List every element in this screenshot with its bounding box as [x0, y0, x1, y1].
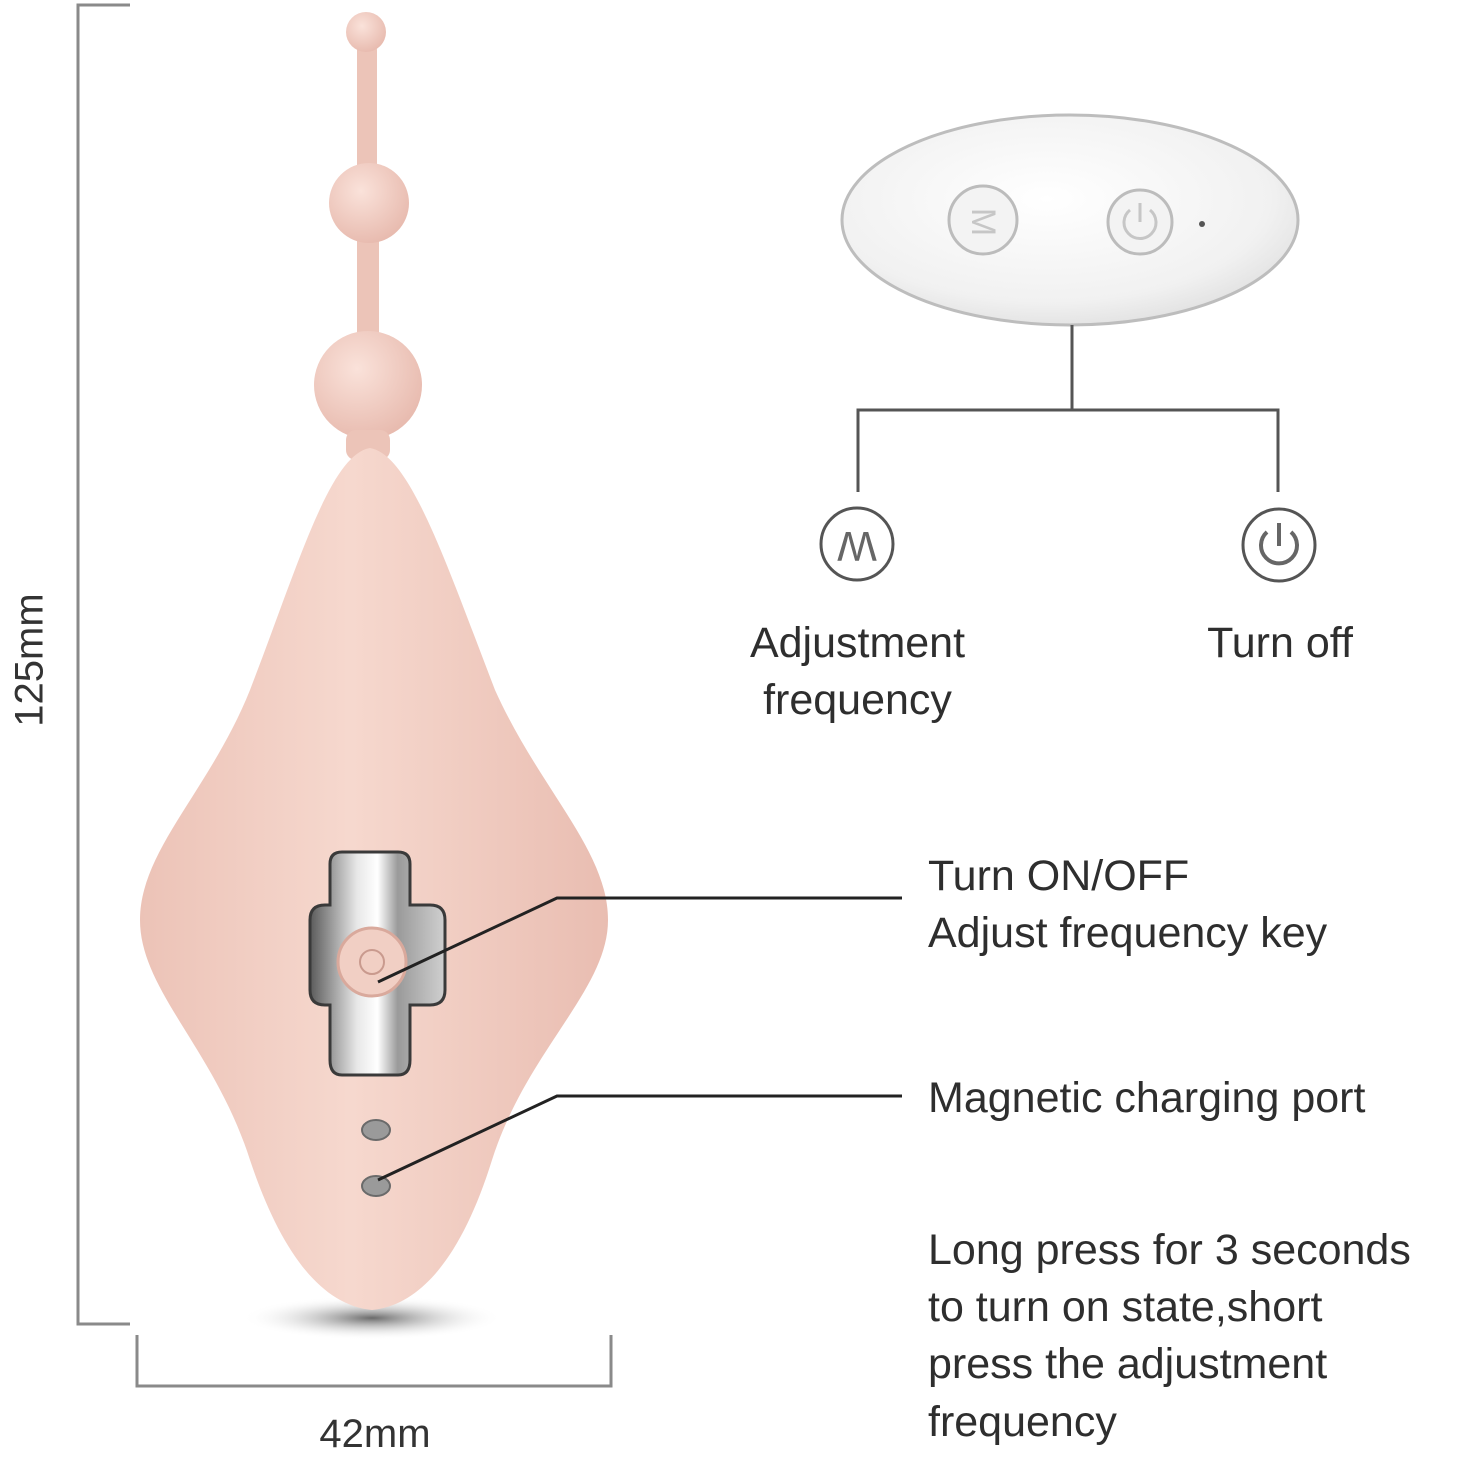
svg-text:M: M: [964, 208, 1002, 236]
remote-connector-lines: [856, 325, 1280, 492]
on-off-key-label: Turn ON/OFF Adjust frequency key: [928, 848, 1327, 962]
width-dimension-label: 42mm: [319, 1412, 431, 1456]
adjustment-frequency-label: Adjustment frequency: [720, 615, 995, 729]
charging-port-label: Magnetic charging port: [928, 1074, 1366, 1122]
height-value: 125mm: [7, 593, 52, 727]
charging-pins: [361, 1119, 391, 1197]
m-legend-icon: W: [819, 506, 895, 582]
instructions-line2: to turn on state,short: [928, 1283, 1323, 1332]
turn-off-label: Turn off: [1207, 619, 1353, 667]
callout-lines: [377, 896, 902, 1182]
adjustment-frequency-line2: frequency: [763, 676, 952, 725]
instructions-line3: press the adjustment: [928, 1340, 1328, 1389]
remote-control: M: [840, 113, 1300, 327]
adjustment-frequency-line1: Adjustment: [749, 619, 966, 667]
device-shadow: [242, 1296, 502, 1340]
m-letter-icon: [947, 184, 1019, 256]
svg-text:W: W: [837, 523, 877, 570]
on-off-key-line1: Turn ON/OFF: [928, 852, 1190, 900]
instructions-text: Long press for 3 seconds to turn on stat…: [928, 1222, 1411, 1451]
control-key: [308, 850, 447, 1077]
on-off-key-line2: Adjust frequency key: [928, 909, 1328, 958]
height-dimension-label: 125mm: [7, 560, 52, 760]
instructions-line1: Long press for 3 seconds: [928, 1226, 1411, 1274]
power-legend-icon: [1241, 507, 1317, 583]
height-dimension-line: [76, 3, 130, 1326]
instructions-line4: frequency: [928, 1397, 1117, 1446]
width-dimension-line: [135, 1335, 613, 1388]
device-stem: [314, 12, 422, 460]
